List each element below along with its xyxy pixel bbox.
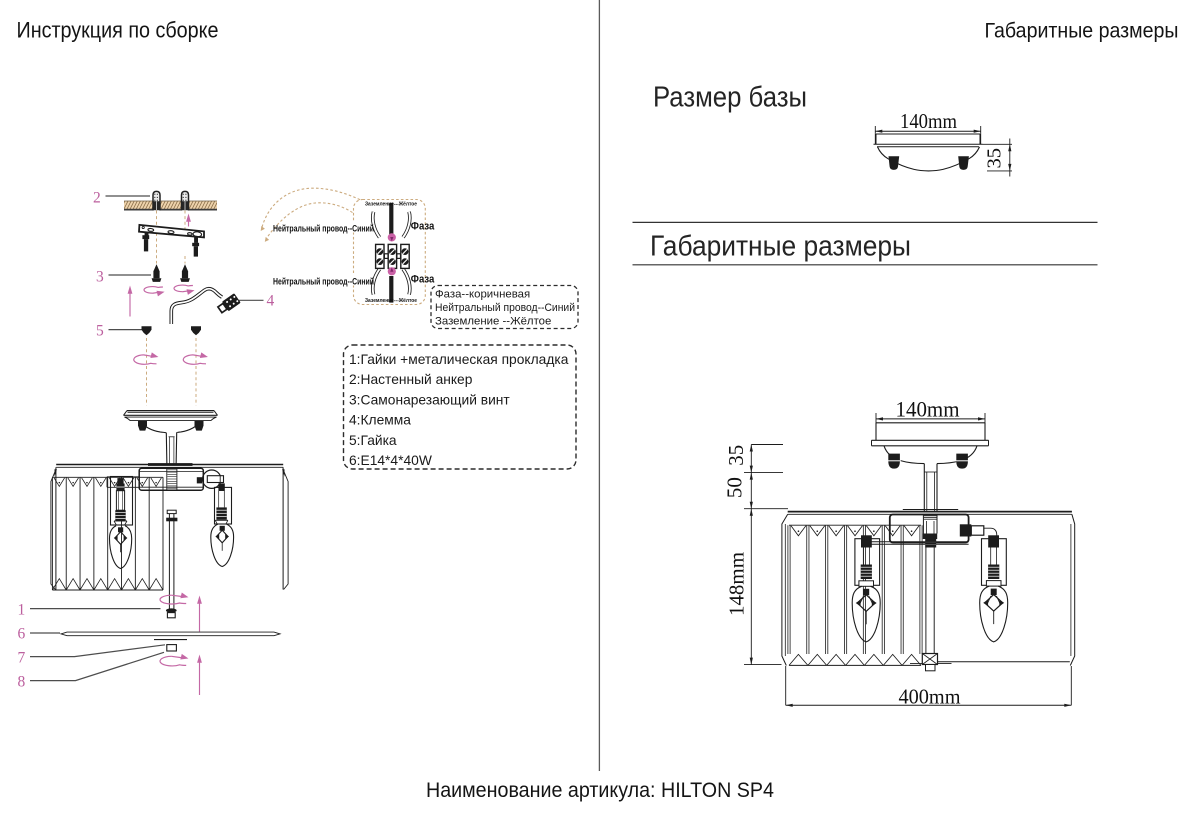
svg-text:Наименование артикула: HILTON: Наименование артикула: HILTON SP4 (426, 778, 774, 802)
svg-text:Габаритные размеры: Габаритные размеры (650, 231, 911, 263)
svg-text:5: 5 (96, 323, 104, 340)
svg-text:35: 35 (983, 148, 1005, 169)
svg-text:Нейтральный провод--Синий: Нейтральный провод--Синий (273, 276, 374, 286)
svg-text:8: 8 (18, 674, 26, 691)
svg-text:140mm: 140mm (900, 109, 957, 133)
svg-text:6:E14*4*40W: 6:E14*4*40W (349, 453, 432, 468)
svg-text:Нейтральный провод--Синий: Нейтральный провод--Синий (273, 223, 374, 233)
svg-text:2:Настенный анкер: 2:Настенный анкер (349, 372, 473, 387)
svg-text:400mm: 400mm (899, 685, 961, 709)
svg-text:Заземление --Жёлтое: Заземление --Жёлтое (435, 316, 551, 328)
svg-text:Инструкция по сборке: Инструкция по сборке (17, 18, 219, 43)
svg-text:6: 6 (18, 626, 26, 643)
svg-text:1:Гайки +металическая прокладк: 1:Гайки +металическая прокладка (349, 352, 569, 367)
svg-text:Заземление---Жёлтое: Заземление---Жёлтое (365, 298, 417, 304)
svg-text:50: 50 (722, 477, 746, 498)
svg-text:Нейтральный провод--Синий: Нейтральный провод--Синий (435, 302, 575, 314)
svg-text:Габаритные размеры: Габаритные размеры (985, 19, 1179, 43)
svg-text:2: 2 (93, 190, 101, 207)
svg-text:148mm: 148mm (724, 552, 748, 616)
svg-text:Фаза--коричневая: Фаза--коричневая (435, 289, 530, 301)
svg-text:Фаза: Фаза (411, 220, 435, 232)
svg-text:4:Клемма: 4:Клемма (349, 413, 411, 428)
svg-text:1: 1 (18, 602, 26, 619)
svg-text:5:Гайка: 5:Гайка (349, 433, 397, 448)
svg-text:35: 35 (724, 445, 748, 466)
svg-text:7: 7 (18, 650, 26, 667)
svg-text:Заземление---Жёлтое: Заземление---Жёлтое (365, 202, 417, 208)
svg-text:Фаза: Фаза (411, 273, 435, 285)
svg-text:Размер базы: Размер базы (653, 82, 807, 114)
svg-text:140mm: 140mm (896, 397, 960, 422)
svg-text:3:Самонарезающий винт: 3:Самонарезающий винт (349, 392, 510, 407)
svg-text:4: 4 (267, 293, 275, 310)
svg-text:3: 3 (96, 269, 104, 286)
